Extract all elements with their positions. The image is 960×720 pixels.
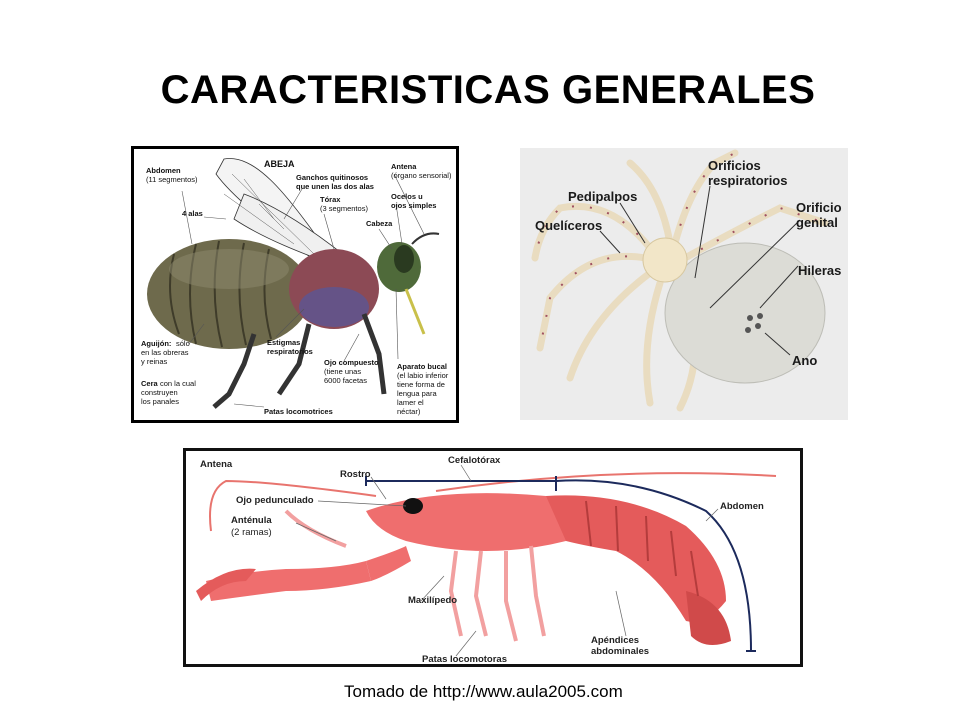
bee-wings: [215, 158, 350, 268]
region-brackets: [365, 476, 756, 652]
label-orificios-2: respiratorios: [708, 173, 787, 188]
label-abdomen: Abdomen: [146, 166, 181, 175]
label-ganchos-2: que unen las dos alas: [296, 182, 374, 191]
spider-spinnerets: [745, 313, 763, 333]
label-patas: Patas locomotrices: [264, 407, 333, 416]
label-torax: Tórax: [320, 195, 341, 204]
label-abdomen: Abdomen: [720, 501, 764, 512]
label-ojo-1: (tiene unas: [324, 367, 361, 376]
label-maxilipedo: Maxilípedo: [408, 595, 457, 606]
label-queliceros: Quelíceros: [535, 218, 602, 233]
label-aguijon-1: sólo: [176, 339, 190, 348]
label-apendices-1: Apéndices: [591, 635, 639, 646]
bee-legs: [212, 313, 387, 409]
label-ojo-2: 6000 facetas: [324, 376, 367, 385]
label-antena-sub: (órgano sensorial): [391, 171, 452, 180]
label-pedipalpos: Pedipalpos: [568, 189, 637, 204]
label-cera-3: los panales: [141, 397, 179, 406]
label-antena: Antena: [391, 162, 417, 171]
label-cera: Cera: [141, 379, 159, 388]
label-ojo: Ojo compuesto: [324, 358, 379, 367]
label-ano: Ano: [792, 353, 817, 368]
label-aparato-1: (el labio inferior: [397, 371, 449, 380]
label-cabeza: Cabeza: [366, 219, 393, 228]
label-patas: Patas locomotoras: [422, 654, 507, 664]
source-caption: Tomado de http://www.aula2005.com: [344, 682, 623, 701]
label-estigmas-2: respiratorios: [267, 347, 313, 356]
spider-diagram: Pedipalpos Orificios respiratorios Orifi…: [520, 148, 848, 420]
label-aparato-5: néctar): [397, 407, 421, 416]
crayfish-body: [196, 493, 731, 645]
label-aparato-2: tiene forma de: [397, 380, 445, 389]
label-cera-1: con la cual: [160, 379, 196, 388]
label-aguijon: Aguijón:: [141, 339, 171, 348]
bee-diagram: ABEJA Abdomen (11 segmentos) 4 alas Ganc…: [131, 146, 459, 423]
label-ocelos-2: ojos simples: [391, 201, 436, 210]
spider-abdomen: [664, 242, 826, 384]
label-ocelos-1: Ocelos u: [391, 192, 423, 201]
label-aparato: Aparato bucal: [397, 362, 447, 371]
label-hileras: Hileras: [798, 263, 841, 278]
label-cera-2: construyen: [141, 388, 178, 397]
crayfish-illustration: Antena Cefalotórax Rostro Ojo pedunculad…: [196, 455, 777, 664]
label-torax-sub: (3 segmentos): [320, 204, 368, 213]
label-aguijon-3: y reinas: [141, 357, 168, 366]
label-alas: 4 alas: [182, 209, 203, 218]
spider-illustration: Pedipalpos Orificios respiratorios Orifi…: [531, 149, 842, 412]
label-cefalotorax: Cefalotórax: [448, 455, 501, 466]
bee-abdomen: [147, 239, 311, 349]
page-title: CARACTERISTICAS GENERALES: [160, 68, 816, 112]
label-antenula: Anténula: [231, 515, 272, 526]
label-ganchos-1: Ganchos quitinosos: [296, 173, 368, 182]
label-ojo: Ojo pedunculado: [236, 495, 314, 506]
bee-illustration: ABEJA Abdomen (11 segmentos) 4 alas Ganc…: [141, 158, 452, 416]
label-aguijon-2: en las obreras: [141, 348, 189, 357]
label-apendices-2: abdominales: [591, 646, 649, 657]
label-orificio-2: genital: [796, 215, 838, 230]
label-aparato-3: lengua para: [397, 389, 437, 398]
crayfish-eye: [403, 498, 423, 514]
label-aparato-4: lamer el: [397, 398, 424, 407]
label-antenula-sub: (2 ramas): [231, 527, 272, 538]
label-estigmas-1: Estigmas: [267, 338, 300, 347]
label-orificio-1: Orificio: [796, 200, 842, 215]
spider-cephalothorax: [642, 237, 688, 283]
label-orificios-1: Orificios: [708, 158, 761, 173]
bee-title: ABEJA: [264, 159, 295, 169]
label-abdomen-sub: (11 segmentos): [146, 175, 198, 184]
label-rostro: Rostro: [340, 469, 371, 480]
label-antena: Antena: [200, 459, 233, 470]
crayfish-diagram: Antena Cefalotórax Rostro Ojo pedunculad…: [183, 448, 803, 667]
